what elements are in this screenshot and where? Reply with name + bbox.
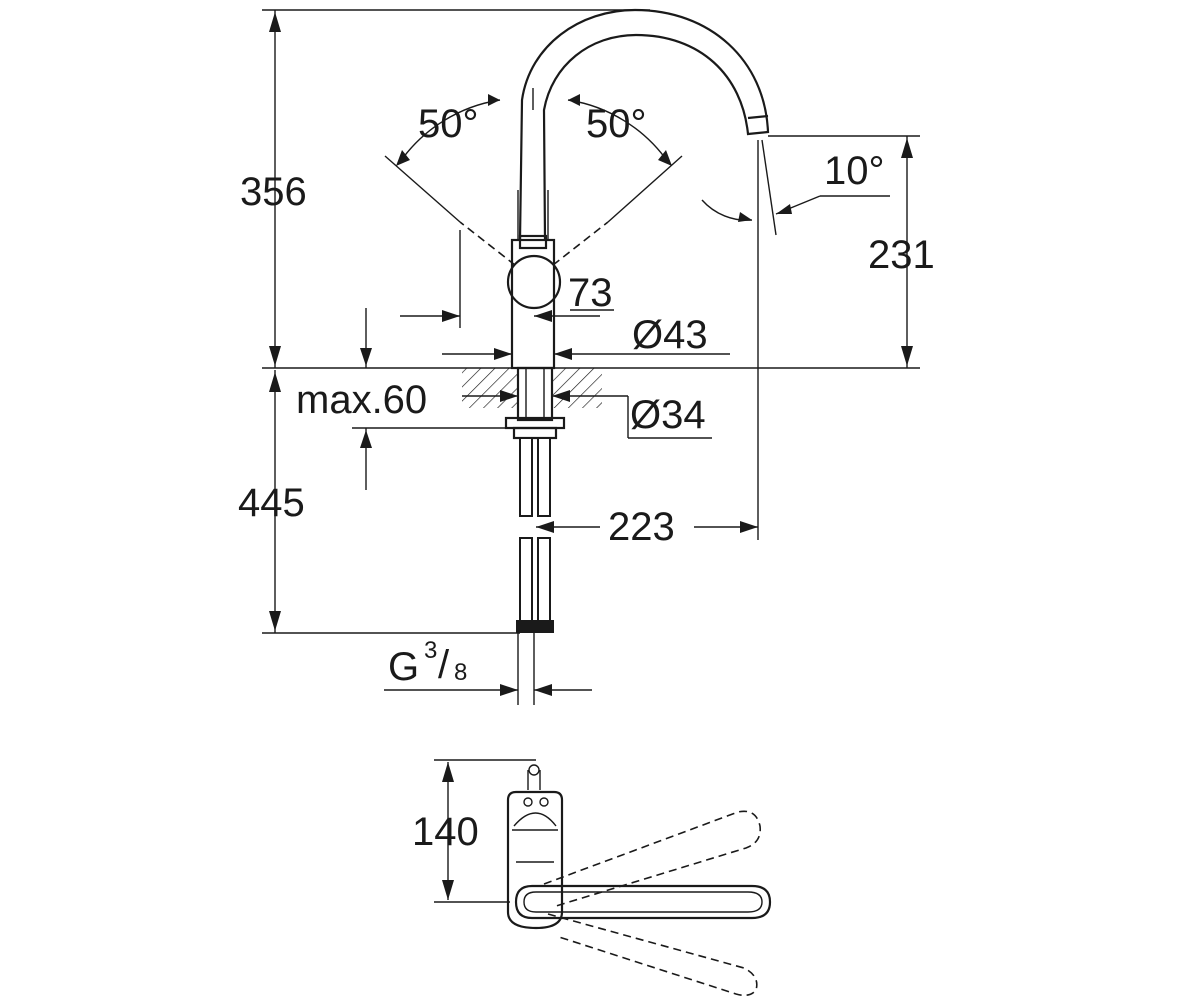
hole-diameter-label: Ø34	[630, 393, 706, 437]
side-view: 356 50° 50° 10° 231 73 Ø43 max.60 Ø34 44…	[238, 8, 935, 705]
supply-hose-left-lower	[519, 537, 533, 623]
top-view: 140	[412, 759, 772, 997]
handle-swing-right-dashed	[552, 221, 609, 266]
max-deck-thickness-label: max.60	[296, 378, 427, 422]
supply-hose-right-lower	[537, 537, 551, 623]
spout-reach-label: 223	[608, 505, 675, 549]
top-view-depth-label: 140	[412, 810, 479, 854]
handle-swing-right-label: 50°	[586, 102, 647, 146]
handle-top-view	[514, 884, 772, 920]
connection-thread-numerator-label: 3	[424, 637, 437, 664]
hose-connector	[516, 620, 554, 633]
handle-top-view-dashed-lower	[547, 913, 758, 997]
supply-hose-right-upper	[537, 437, 551, 517]
countertop-section-left	[462, 368, 518, 408]
handle-swing-left-dashed	[459, 221, 516, 266]
handle-top-view-dashed-upper	[543, 810, 762, 907]
connection-thread-main-label: G	[388, 645, 419, 689]
supply-hose-left-upper	[519, 437, 533, 517]
countertop-section-right	[552, 368, 602, 408]
handle-swing-left-label: 50°	[418, 102, 479, 146]
spout-height-label: 231	[868, 233, 935, 277]
handle-diameter-label: 73	[568, 271, 613, 315]
body-diameter-label: Ø43	[632, 313, 708, 357]
handle-knob	[506, 254, 562, 310]
height-below-deck-label: 445	[238, 481, 305, 525]
spout-angle-label: 10°	[824, 149, 885, 193]
height-above-deck-label: 356	[240, 170, 307, 214]
connection-thread-denominator-label: 8	[454, 659, 467, 686]
spout	[518, 8, 770, 241]
faucet-body-top-view	[506, 790, 564, 930]
connection-thread-slash: /	[438, 643, 450, 687]
